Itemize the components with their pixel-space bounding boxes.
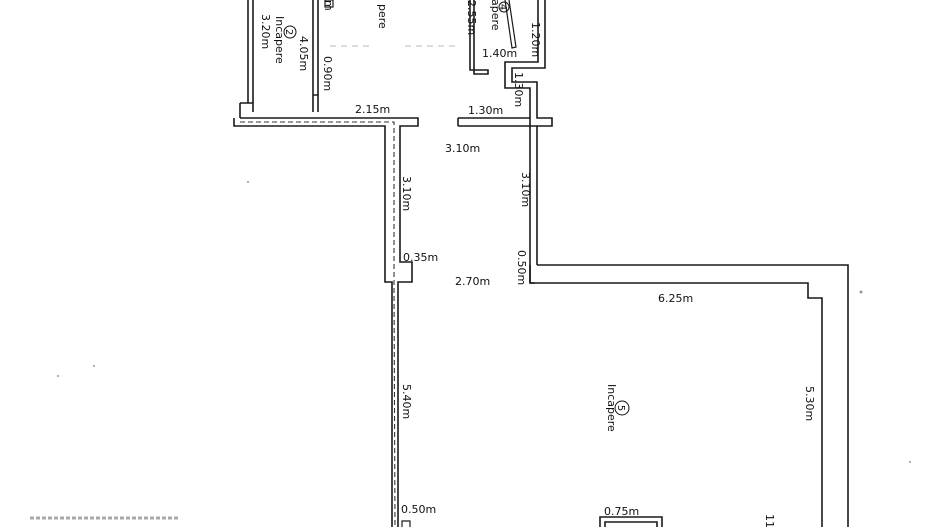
dim-1-40: 1.40m xyxy=(482,47,517,60)
dim-2-55-text: 2.55m xyxy=(465,0,478,35)
dim-1-30-v-text: 1.30m xyxy=(512,72,525,107)
dim-0-90: 0.90m xyxy=(321,56,334,91)
dim-6-25: 6.25m xyxy=(658,292,693,305)
dim-2-55: 2.55m xyxy=(465,0,478,35)
dim-1-20: 1.20m xyxy=(529,22,542,57)
room-2-label: 2 Incapere xyxy=(273,16,297,64)
dim-3-20-text: 3.20m xyxy=(259,14,272,49)
dim-1-30-horizontal: 1.30m xyxy=(468,104,503,117)
corridor-walls xyxy=(233,117,538,527)
room-2-walls xyxy=(239,0,334,118)
scan-artifacts xyxy=(30,45,911,520)
dim-5-40: 5.40m xyxy=(400,384,413,419)
dim-4-05: 4.05m xyxy=(297,36,310,71)
room-3-name: pere xyxy=(376,4,389,29)
dim-m-partial-text: m xyxy=(322,0,335,11)
dim-2-15: 2.15m xyxy=(355,103,390,116)
dim-0-35: 0.35m xyxy=(403,251,438,264)
room-5-name: Incapere xyxy=(605,384,618,432)
room-5-label: 5 Incapere xyxy=(605,384,630,432)
dim-3-20: 3.20m xyxy=(259,14,272,49)
room-3-label: pere xyxy=(376,4,389,29)
dim-5-30-text: 5.30m xyxy=(803,386,816,421)
dim-0-90-text: 0.90m xyxy=(321,56,334,91)
dim-11-partial-text: 11 xyxy=(763,514,776,527)
room-2-number: 2 xyxy=(283,29,294,35)
dim-1-20-text: 1.20m xyxy=(529,22,542,57)
dim-0-50-bottom: 0.50m xyxy=(401,503,436,516)
dim-m-partial: m xyxy=(322,0,335,11)
dim-0-75: 0.75m xyxy=(604,505,639,518)
room-4-walls xyxy=(469,0,553,127)
dim-3-10-right: 3.10m xyxy=(519,172,532,207)
dim-0-50-mid-text: 0.50m xyxy=(515,250,528,285)
dim-11-partial: 11 xyxy=(763,514,776,527)
dim-5-30: 5.30m xyxy=(803,386,816,421)
room-2-name: Incapere xyxy=(273,16,286,64)
room-4-name: apere xyxy=(489,0,502,31)
room-4-label: 4 apere xyxy=(489,0,510,31)
room-4-number: 4 xyxy=(497,4,508,10)
dim-2-70: 2.70m xyxy=(455,275,490,288)
room-5-number: 5 xyxy=(615,405,626,411)
room-5-walls xyxy=(401,264,849,527)
dim-3-10-left-text: 3.10m xyxy=(400,176,413,211)
dim-3-10-right-text: 3.10m xyxy=(519,172,532,207)
dim-0-50-mid: 0.50m xyxy=(515,250,528,285)
dim-5-40-text: 5.40m xyxy=(400,384,413,419)
dim-3-10-horizontal: 3.10m xyxy=(445,142,480,155)
dim-4-05-text: 4.05m xyxy=(297,36,310,71)
dim-1-30-vertical: 1.30m xyxy=(512,72,525,107)
dim-3-10-left: 3.10m xyxy=(400,176,413,211)
